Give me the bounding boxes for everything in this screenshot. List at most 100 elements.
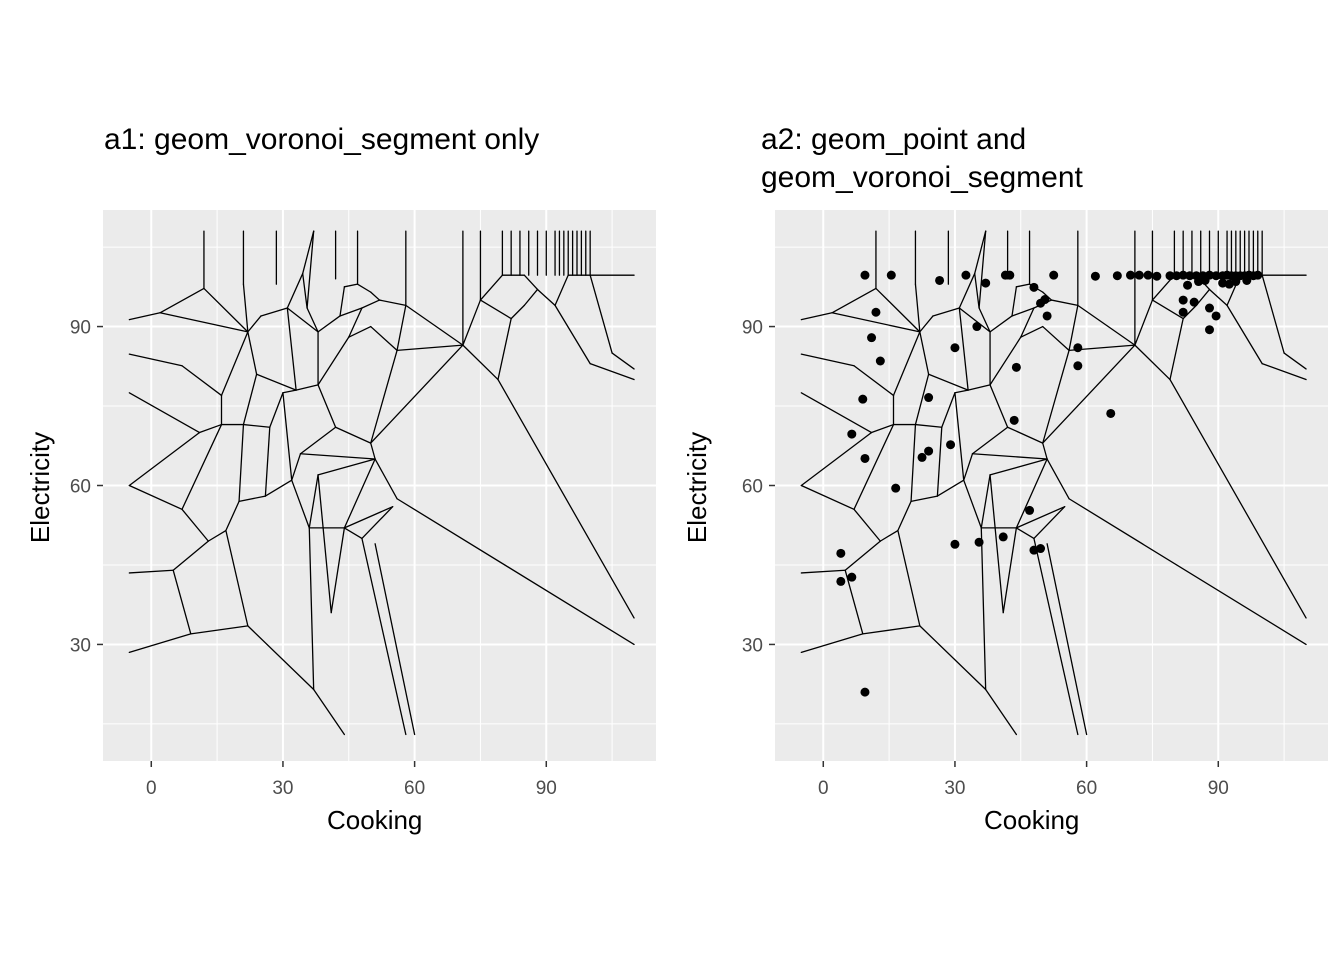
voronoi-segment	[1261, 274, 1285, 354]
voronoi-segment	[220, 331, 249, 397]
voronoi-segment	[611, 352, 635, 370]
y-tick-label: 90	[742, 318, 763, 339]
voronoi-segment	[1134, 344, 1171, 381]
voronoi-segment	[1011, 307, 1035, 317]
voronoi-segment	[800, 353, 855, 367]
data-point	[858, 394, 868, 404]
voronoi-segment	[356, 283, 372, 293]
data-point	[1178, 270, 1188, 280]
data-point	[1073, 343, 1083, 353]
voronoi-segment	[536, 288, 556, 307]
voronoi-segment	[128, 392, 201, 434]
voronoi-segment	[1015, 506, 1066, 529]
voronoi-segment	[1015, 458, 1048, 529]
voronoi-segment	[1020, 325, 1044, 338]
voronoi-segment	[370, 291, 381, 301]
voronoi-segment	[348, 307, 363, 338]
voronoi-segment	[989, 458, 1048, 476]
voronoi-segment	[128, 569, 174, 574]
data-point	[998, 532, 1008, 542]
voronoi-segment	[343, 458, 376, 529]
voronoi-segment	[159, 287, 205, 314]
voronoi-segment	[989, 474, 1004, 614]
voronoi-segment	[800, 569, 846, 574]
data-point	[924, 446, 934, 456]
voronoi-segment	[978, 307, 991, 333]
data-point	[847, 429, 857, 439]
voronoi-segment	[374, 458, 398, 500]
voronoi-segment	[225, 529, 249, 627]
voronoi-segment	[361, 537, 407, 736]
voronoi-segment	[589, 274, 613, 354]
voronoi-segment	[238, 423, 245, 503]
voronoi-segment	[247, 331, 258, 375]
voronoi-segment	[291, 479, 310, 529]
voronoi-segment	[800, 633, 864, 654]
data-point	[974, 537, 984, 547]
voronoi-segment	[370, 349, 398, 444]
voronoi-segment	[831, 287, 877, 314]
voronoi-segment	[396, 498, 635, 646]
data-point	[1231, 277, 1241, 287]
voronoi-segment	[1015, 283, 1031, 288]
voronoi-segment	[348, 325, 372, 338]
data-point	[1090, 271, 1100, 281]
data-point	[1036, 544, 1046, 554]
voronoi-segment	[405, 304, 464, 346]
voronoi-segment	[225, 500, 240, 532]
voronoi-segment	[1283, 352, 1307, 370]
data-point	[1205, 325, 1214, 335]
voronoi-segment	[800, 392, 873, 434]
voronoi-segment	[967, 384, 991, 391]
voronoi-segment	[1042, 442, 1048, 460]
voronoi-segment	[172, 569, 192, 635]
voronoi-segment	[910, 423, 917, 503]
voronoi-segment	[958, 272, 976, 309]
voronoi-segment	[919, 315, 934, 333]
data-point	[1178, 307, 1188, 317]
voronoi-segment	[370, 344, 464, 444]
data-point	[1178, 295, 1188, 305]
voronoi-segment	[932, 307, 960, 317]
data-point	[1112, 271, 1122, 281]
data-point	[891, 483, 901, 493]
voronoi-segment	[128, 431, 201, 487]
voronoi-segment	[396, 304, 407, 352]
data-point	[1134, 270, 1144, 280]
voronoi-segment	[862, 625, 921, 635]
voronoi-segment	[264, 479, 293, 497]
voronoi-segment	[963, 453, 974, 481]
x-tick-label: 30	[272, 778, 293, 799]
voronoi-segment	[1261, 362, 1307, 381]
voronoi-segments	[128, 230, 635, 736]
voronoi-segment	[396, 344, 464, 352]
voronoi-segment	[985, 688, 1018, 736]
voronoi-segment	[306, 230, 315, 309]
voronoi-segment	[479, 274, 504, 301]
voronoi-segment	[497, 378, 635, 619]
voronoi-segment	[800, 484, 855, 510]
data-point	[972, 322, 982, 332]
data-point	[1049, 270, 1059, 280]
data-point	[1143, 270, 1153, 280]
voronoi-segment	[1068, 304, 1079, 352]
voronoi-segment	[1169, 378, 1307, 619]
voronoi-segment	[238, 495, 267, 503]
voronoi-segment	[286, 272, 304, 309]
data-point	[1185, 271, 1195, 281]
voronoi-segment	[282, 392, 293, 481]
voronoi-segment	[339, 307, 363, 317]
voronoi-segment	[989, 315, 1013, 333]
voronoi-segment	[1182, 304, 1197, 320]
data-point	[1189, 297, 1199, 307]
x-tick-label: 30	[944, 778, 965, 799]
data-point	[946, 440, 956, 450]
chart-title-a2: a2: geom_point and geom_voronoi_segment	[761, 123, 1083, 194]
voronoi-segment	[247, 625, 315, 691]
voronoi-segment	[853, 508, 881, 542]
voronoi-segment	[128, 484, 183, 510]
data-point	[1194, 277, 1204, 287]
voronoi-segment	[1208, 288, 1228, 307]
voronoi-segment	[317, 315, 341, 333]
